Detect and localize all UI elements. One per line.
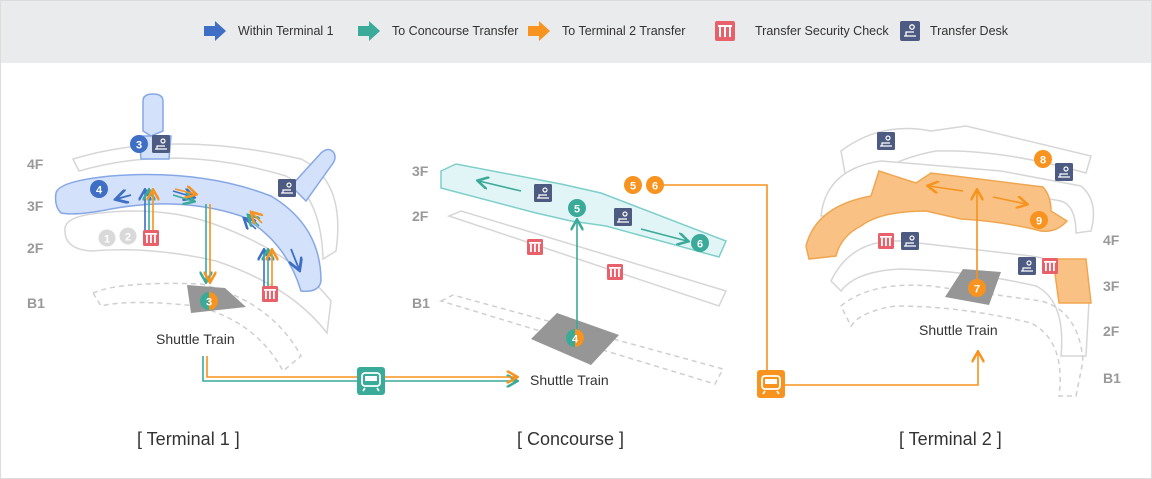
legend-to-terminal-2-label: To Terminal 2 Transfer [562, 24, 686, 38]
shuttle-route-orange [206, 356, 516, 377]
t1-pier-north [142, 93, 164, 137]
legend-within-terminal-1: Within Terminal 1 [204, 19, 334, 43]
t2-marker-8 [1034, 150, 1052, 168]
t1-pier-east [289, 148, 336, 203]
transfer-desk-icon [900, 21, 920, 41]
concourse-caption: [ Concourse ] [517, 429, 625, 449]
concourse-floor-label-2f: 2F [412, 208, 429, 224]
t1-floor-label-3f: 3F [27, 198, 44, 214]
t2-transfer-desk-icon-3f [1017, 256, 1037, 276]
t1-transfer-desk-icon-east [277, 178, 297, 198]
t1-teal-arrow-east [172, 195, 193, 201]
concourse-marker-6-label: 6 [697, 239, 703, 251]
legend-security-check-label: Transfer Security Check [755, 24, 889, 38]
t1-shuttle-label: Shuttle Train [156, 331, 235, 347]
t2-marker-9-label: 9 [1036, 216, 1042, 228]
terminal-1-caption: [ Terminal 1 ] [137, 429, 240, 449]
t2-security-icon-3f [1042, 258, 1058, 274]
concourse-marker-5-label: 5 [574, 204, 580, 216]
concourse-floor-b1 [438, 294, 725, 385]
t1-security-icon-west [143, 230, 159, 246]
t1-floor-label-b1: B1 [27, 295, 45, 311]
shuttle-route-teal [202, 356, 516, 381]
t2-floor-label-2f: 2F [1103, 323, 1120, 339]
legend-security-check: Transfer Security Check [715, 19, 889, 43]
legend-to-terminal-2: To Terminal 2 Transfer [528, 19, 685, 43]
t1-transfer-desk-icon-north [151, 134, 171, 154]
concourse-security-icon-1 [527, 239, 543, 255]
legend-bar: Within Terminal 1 To Concourse Transfer … [1, 1, 1151, 63]
t2-marker-9 [1030, 211, 1048, 229]
legend-to-concourse: To Concourse Transfer [358, 19, 518, 43]
t1-marker-3-b1-half [209, 292, 218, 310]
t2-transfer-desk-icon-east [1054, 162, 1074, 182]
t1-orange-arrow-nw [252, 213, 262, 223]
concourse-shuttle-label: Shuttle Train [530, 372, 609, 388]
t1-marker-1-label: 1 [104, 234, 110, 246]
t2-floor-label-4f: 4F [1103, 232, 1120, 248]
concourse-marker-4-half [575, 329, 584, 347]
legend-to-concourse-label: To Concourse Transfer [392, 24, 519, 38]
t1-marker-2-label: 2 [125, 232, 131, 244]
t2-floor-label-b1: B1 [1103, 370, 1121, 386]
concourse-diagram: 3F 2F B1 Shuttle Train 5 6 4 5 6 [412, 163, 728, 388]
concourse-teal-arrow-west [479, 181, 522, 192]
t2-floor-label-3f: 3F [1103, 278, 1120, 294]
t1-marker-4-label: 4 [96, 185, 103, 197]
t1-floor-label-4f: 4F [27, 156, 44, 172]
concourse-floor-label-3f: 3F [412, 163, 429, 179]
concourse-marker-6-orange [646, 176, 664, 194]
t1-floor-label-2f: 2F [27, 240, 44, 256]
t2-marker-7 [968, 279, 986, 297]
terminal-2-caption: [ Terminal 2 ] [899, 429, 1002, 449]
t2-marker-8-label: 8 [1040, 155, 1046, 167]
t1-marker-3-top-label: 3 [136, 140, 142, 152]
t1-security-icon-east [262, 286, 278, 302]
t2-orange-arrow-west [929, 186, 964, 191]
legend-transfer-desk-label: Transfer Desk [930, 24, 1009, 38]
t1-blue-arrow-south [291, 248, 299, 269]
concourse-transfer-desk-icon-2 [613, 207, 633, 227]
t1-orange-arrow-east [174, 189, 195, 194]
concourse-transfer-desk-icon-1 [533, 183, 553, 203]
t2-transfer-desk-icon-top [876, 131, 896, 151]
t1-marker-3-top [130, 135, 148, 153]
concourse-marker-6-orange-label: 6 [652, 181, 658, 193]
concourse-marker-5-orange [624, 176, 642, 194]
t2-security-icon-west [878, 233, 894, 249]
t2-transfer-desk-icon-west [900, 231, 920, 251]
t2-orange-arrow-east [992, 197, 1026, 204]
t1-blue-arrow-west [117, 195, 132, 199]
t1-marker-2 [119, 227, 137, 245]
t1-marker-1 [98, 229, 116, 247]
terminal-2-diagram: 4F 3F 2F B1 Shuttle Train 8 9 7 [805, 125, 1121, 397]
legend-within-terminal-1-label: Within Terminal 1 [238, 24, 334, 38]
t2-marker-7-label: 7 [974, 284, 980, 296]
t1-floor-4f [71, 143, 339, 261]
teal-arrow-icon [358, 21, 380, 41]
orange-arrow-icon [528, 21, 550, 41]
concourse-marker-5 [568, 199, 586, 217]
concourse-marker-5-orange-label: 5 [630, 181, 636, 193]
t2-floor-4f [805, 170, 1069, 260]
t2-floor-3f-wing [1052, 258, 1092, 304]
t2-floor-b1 [840, 284, 1084, 397]
concourse-marker-4-label: 4 [572, 334, 579, 346]
legend-transfer-desk: Transfer Desk [900, 19, 1008, 43]
security-gate-icon [715, 21, 735, 41]
concourse-floor-label-b1: B1 [412, 295, 430, 311]
t1-marker-4 [90, 180, 108, 198]
concourse-floor-2f [446, 210, 728, 307]
concourse-teal-arrow-east [640, 228, 687, 241]
t2-shuttle-label: Shuttle Train [919, 322, 998, 338]
t1-floor-b1 [91, 282, 302, 373]
t1-marker-3-b1-label: 3 [206, 297, 212, 309]
concourse-security-icon-2 [607, 264, 623, 280]
blue-arrow-icon [204, 21, 226, 41]
concourse-marker-6 [691, 234, 709, 252]
terminal-1-diagram: 4F 3F 2F B1 Shuttle Train [27, 93, 339, 373]
